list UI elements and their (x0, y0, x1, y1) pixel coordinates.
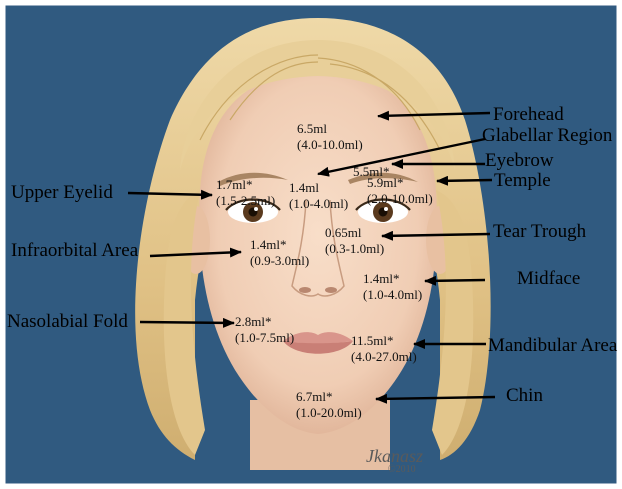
label-eyebrow: Eyebrow (485, 151, 554, 170)
right-eye-glint (384, 207, 388, 211)
label-chin: Chin (506, 386, 543, 405)
value-nasolabial-mean: 2.8ml* (235, 314, 294, 330)
value-infraorbital: 1.4ml* (0.9-3.0ml) (250, 237, 309, 270)
arrow-temple (437, 180, 492, 181)
artist-signature: Jkanasz ©2010 (366, 446, 423, 467)
value-mandibular-mean: 11.5ml* (351, 333, 417, 349)
value-glabellar-mean: 1.4ml (289, 180, 348, 196)
label-nasolabial-fold: Nasolabial Fold (7, 312, 128, 331)
arrow-nasolabial (140, 322, 234, 323)
value-tear-trough: 0.65ml (0.3-1.0ml) (325, 225, 384, 258)
value-mandibular: 11.5ml* (4.0-27.0ml) (351, 333, 417, 366)
value-forehead-range: (4.0-10.0ml) (297, 137, 363, 153)
value-chin: 6.7ml* (1.0-20.0ml) (296, 389, 362, 422)
value-midface-range: (1.0-4.0ml) (363, 287, 422, 303)
value-upper-eyelid-range: (1.5-2.5ml) (216, 193, 275, 209)
value-chin-range: (1.0-20.0ml) (296, 405, 362, 421)
value-midface: 1.4ml* (1.0-4.0ml) (363, 271, 422, 304)
value-forehead-mean: 6.5ml (297, 121, 363, 137)
value-chin-mean: 6.7ml* (296, 389, 362, 405)
value-glabellar-range: (1.0-4.0ml) (289, 196, 348, 212)
value-forehead: 6.5ml (4.0-10.0ml) (297, 121, 363, 154)
label-forehead: Forehead (493, 105, 564, 124)
label-glabellar-region: Glabellar Region (482, 126, 612, 145)
value-temple-range: (2.0-10.0ml) (367, 191, 433, 207)
arrow-midface (425, 280, 485, 281)
label-upper-eyelid: Upper Eyelid (11, 183, 113, 202)
value-temple: 5.9ml* (2.0-10.0ml) (367, 175, 433, 208)
label-temple: Temple (494, 171, 551, 190)
value-tear-trough-range: (0.3-1.0ml) (325, 241, 384, 257)
label-mandibular-area: Mandibular Area (488, 336, 617, 355)
value-tear-trough-mean: 0.65ml (325, 225, 384, 241)
value-infraorbital-mean: 1.4ml* (250, 237, 309, 253)
right-nostril (325, 287, 337, 293)
value-nasolabial-range: (1.0-7.5ml) (235, 330, 294, 346)
left-nostril (299, 287, 311, 293)
label-midface: Midface (517, 269, 580, 288)
signature-year: ©2010 (388, 464, 416, 475)
value-midface-mean: 1.4ml* (363, 271, 422, 287)
value-upper-eyelid-mean: 1.7ml* (216, 177, 275, 193)
label-infraorbital-area: Infraorbital Area (11, 241, 138, 260)
label-tear-trough: Tear Trough (493, 222, 586, 241)
value-mandibular-range: (4.0-27.0ml) (351, 349, 417, 365)
value-upper-eyelid: 1.7ml* (1.5-2.5ml) (216, 177, 275, 210)
value-infraorbital-range: (0.9-3.0ml) (250, 253, 309, 269)
value-temple-mean: 5.9ml* (367, 175, 433, 191)
value-nasolabial: 2.8ml* (1.0-7.5ml) (235, 314, 294, 347)
signature-name: Jkanasz (366, 446, 423, 466)
value-glabellar: 1.4ml (1.0-4.0ml) (289, 180, 348, 213)
